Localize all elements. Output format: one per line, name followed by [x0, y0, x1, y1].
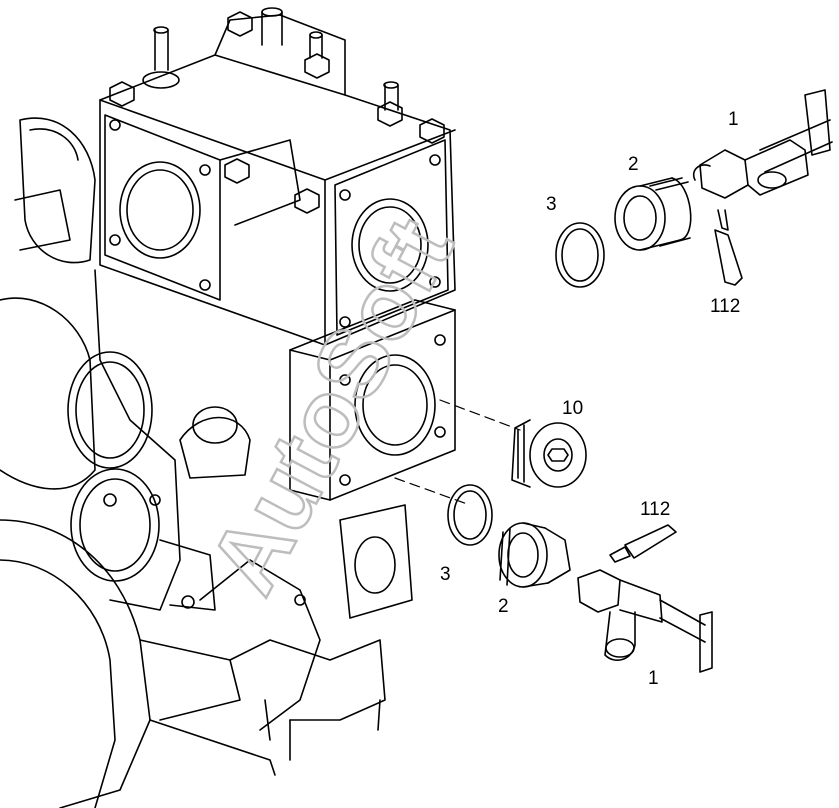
sealant-tube-lower [609, 524, 677, 563]
label-sealant-upper: 112 [710, 296, 740, 317]
label-cock-upper: 1 [728, 109, 739, 130]
engine-block [0, 117, 413, 808]
label-plug-mid: 10 [562, 398, 583, 419]
port-rings [67, 351, 160, 582]
part-labels: 1 2 3 112 10 112 3 2 1 [440, 109, 740, 689]
plug-upper [614, 177, 692, 251]
seal-ring-upper [555, 222, 605, 288]
drain-cock-lower [577, 569, 713, 673]
drain-cock-upper [692, 89, 833, 199]
bolt-heads [109, 7, 445, 214]
label-seal-upper: 3 [546, 194, 557, 215]
plug-mid [511, 419, 587, 488]
seal-ring-lower [447, 484, 493, 546]
plug-lower [498, 522, 571, 588]
watermark-text: AutoSoft [189, 202, 474, 610]
label-sealant-lower: 112 [640, 499, 670, 520]
label-cock-lower: 1 [648, 668, 659, 689]
label-plug-lower: 2 [498, 596, 509, 617]
sealant-tube-upper [714, 209, 743, 286]
label-plug-upper: 2 [628, 154, 639, 175]
label-seal-lower: 3 [440, 564, 451, 585]
mid-port-flange [289, 299, 456, 501]
